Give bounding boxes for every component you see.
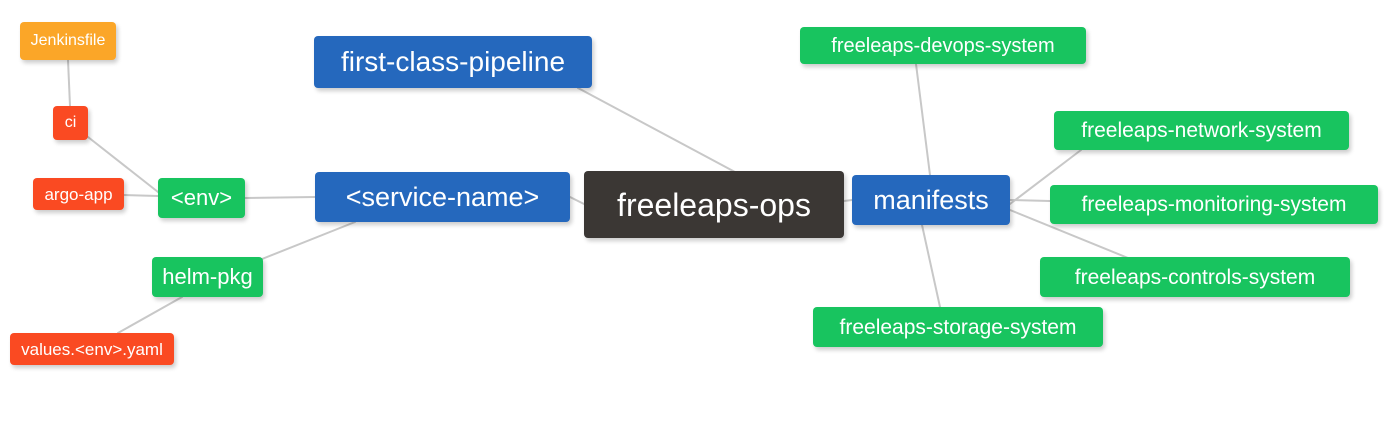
node-jenkinsfile[interactable]: Jenkinsfile [20,22,116,60]
node-label-argo-app: argo-app [44,184,113,204]
edge-service-name-to-env [244,196,316,199]
node-label-manifests: manifests [873,184,989,215]
node-label-env: <env> [170,185,233,210]
node-label-freeleaps-controls-system: freeleaps-controls-system [1074,265,1316,289]
node-service-name[interactable]: <service-name> [315,172,570,222]
node-freeleaps-controls-system[interactable]: freeleaps-controls-system [1040,257,1350,297]
node-label-service-name: <service-name> [345,181,540,212]
node-ci[interactable]: ci [53,106,88,140]
node-label-helm-pkg: helm-pkg [162,264,253,289]
edge-ci-to-jenkinsfile [67,59,71,107]
node-label-ci: ci [64,114,77,131]
node-label-freeleaps-devops-system: freeleaps-devops-system [831,34,1055,57]
edge-env-to-argo-app [123,194,159,197]
node-label-first-class-pipeline: first-class-pipeline [340,46,566,77]
node-label-freeleaps-ops: freeleaps-ops [617,186,811,223]
node-env[interactable]: <env> [158,178,245,218]
node-freeleaps-storage-system[interactable]: freeleaps-storage-system [813,307,1103,347]
node-first-class-pipeline[interactable]: first-class-pipeline [314,36,592,88]
node-label-freeleaps-network-system: freeleaps-network-system [1081,119,1322,142]
node-values-env-yaml[interactable]: values.<env>.yaml [10,333,174,365]
node-freeleaps-monitoring-system[interactable]: freeleaps-monitoring-system [1050,185,1378,224]
node-label-freeleaps-storage-system: freeleaps-storage-system [839,315,1077,339]
node-freeleaps-ops[interactable]: freeleaps-ops [584,171,844,238]
edge-manifests-to-freeleaps-devops-system [915,63,931,176]
node-freeleaps-network-system[interactable]: freeleaps-network-system [1054,111,1349,150]
node-helm-pkg[interactable]: helm-pkg [152,257,263,297]
node-manifests[interactable]: manifests [852,175,1010,225]
node-freeleaps-devops-system[interactable]: freeleaps-devops-system [800,27,1086,64]
edge-manifests-to-freeleaps-storage-system [921,224,941,308]
node-label-values-env-yaml: values.<env>.yaml [21,339,163,359]
node-label-jenkinsfile: Jenkinsfile [30,32,106,49]
edge-freeleaps-ops-to-first-class-pipeline [577,87,736,173]
edge-freeleaps-ops-to-manifests [843,199,853,202]
node-argo-app[interactable]: argo-app [33,178,124,210]
edge-freeleaps-ops-to-service-name [569,196,585,205]
edge-manifests-to-freeleaps-monitoring-system [1009,199,1051,202]
node-label-freeleaps-monitoring-system: freeleaps-monitoring-system [1081,193,1347,216]
edge-helm-pkg-to-values-env-yaml [117,296,183,334]
edge-service-name-to-helm-pkg [256,221,356,262]
